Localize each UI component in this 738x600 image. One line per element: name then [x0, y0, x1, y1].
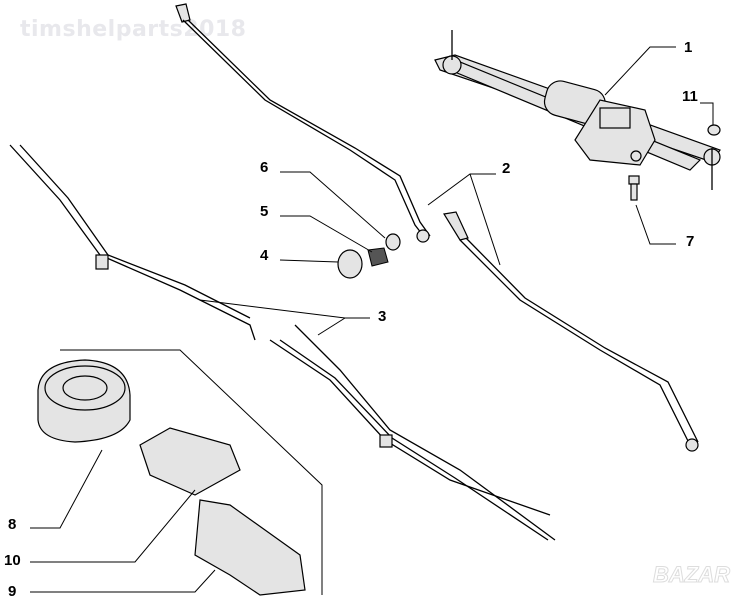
wiper-blade-left: [9, 144, 256, 341]
callout-1: 1: [684, 39, 693, 56]
callout-9: 9: [8, 583, 17, 600]
callout-2: 2: [502, 160, 511, 177]
leader-lines: [30, 46, 714, 595]
callout-10: 10: [4, 552, 21, 569]
wiper-blade-center: [269, 324, 556, 541]
bazar-logo: BAZAR: [653, 562, 731, 588]
callout-5: 5: [260, 203, 269, 220]
callout-11: 11: [682, 88, 698, 105]
rain-sensor-part: [37, 359, 131, 443]
callout-4: 4: [260, 247, 269, 264]
bracket-part: [139, 427, 241, 496]
wiper-arm-passenger: [443, 211, 699, 452]
wiper-arm-driver: [175, 3, 431, 243]
callout-7: 7: [686, 233, 695, 250]
watermark: timshelparts2018: [20, 17, 247, 42]
callout-6: 6: [260, 159, 269, 176]
cover-part: [194, 499, 306, 596]
washer-set: [337, 233, 401, 279]
bolt-part: [628, 175, 640, 201]
nut-part: [707, 124, 721, 136]
callout-3: 3: [378, 308, 387, 325]
callout-8: 8: [8, 516, 17, 533]
wiper-motor-linkage: [434, 30, 721, 190]
